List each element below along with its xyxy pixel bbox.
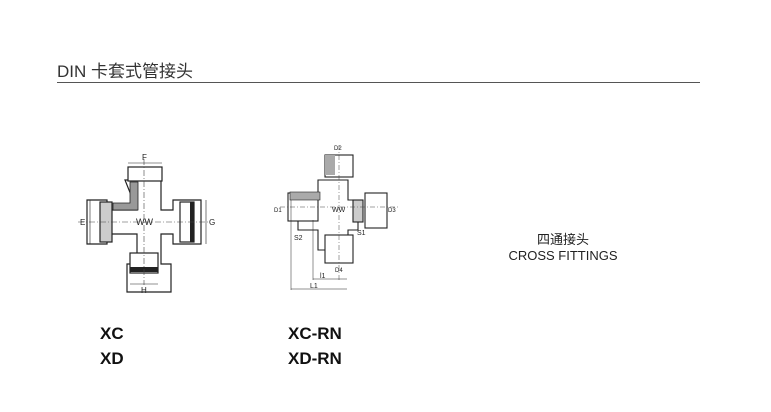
dim-d1: D1 (274, 208, 282, 214)
dim-l1-small: l1 (320, 273, 326, 280)
dim-d2: D2 (334, 146, 342, 152)
title-divider (57, 82, 700, 83)
model-code: XC (100, 324, 124, 343)
product-name-en: CROSS FITTINGS (508, 248, 618, 263)
dim-e: E (80, 218, 85, 227)
page-title: DIN 卡套式管接头 (57, 62, 193, 81)
dim-d4: D4 (335, 268, 343, 274)
dim-h: H (141, 286, 147, 295)
model-code: XC-RN (288, 324, 342, 343)
model-code: XD (100, 349, 124, 368)
svg-text:WW: WW (332, 207, 346, 214)
cross-fitting-drawing: WW F E G H (78, 153, 215, 295)
dim-s1: S1 (357, 230, 366, 237)
dim-d3: D3 (388, 208, 396, 214)
svg-text:WW: WW (136, 217, 153, 227)
dim-g: G (209, 218, 215, 227)
product-name-cn: 四通接头 (536, 232, 589, 247)
dim-f: F (142, 153, 147, 162)
dim-l1: L1 (310, 283, 318, 290)
cross-fitting-rn-drawing: WW D2 D1 D3 S2 S1 D4 l1 L1 (274, 145, 400, 290)
model-code: XD-RN (288, 349, 342, 368)
dim-s2: S2 (294, 235, 303, 242)
